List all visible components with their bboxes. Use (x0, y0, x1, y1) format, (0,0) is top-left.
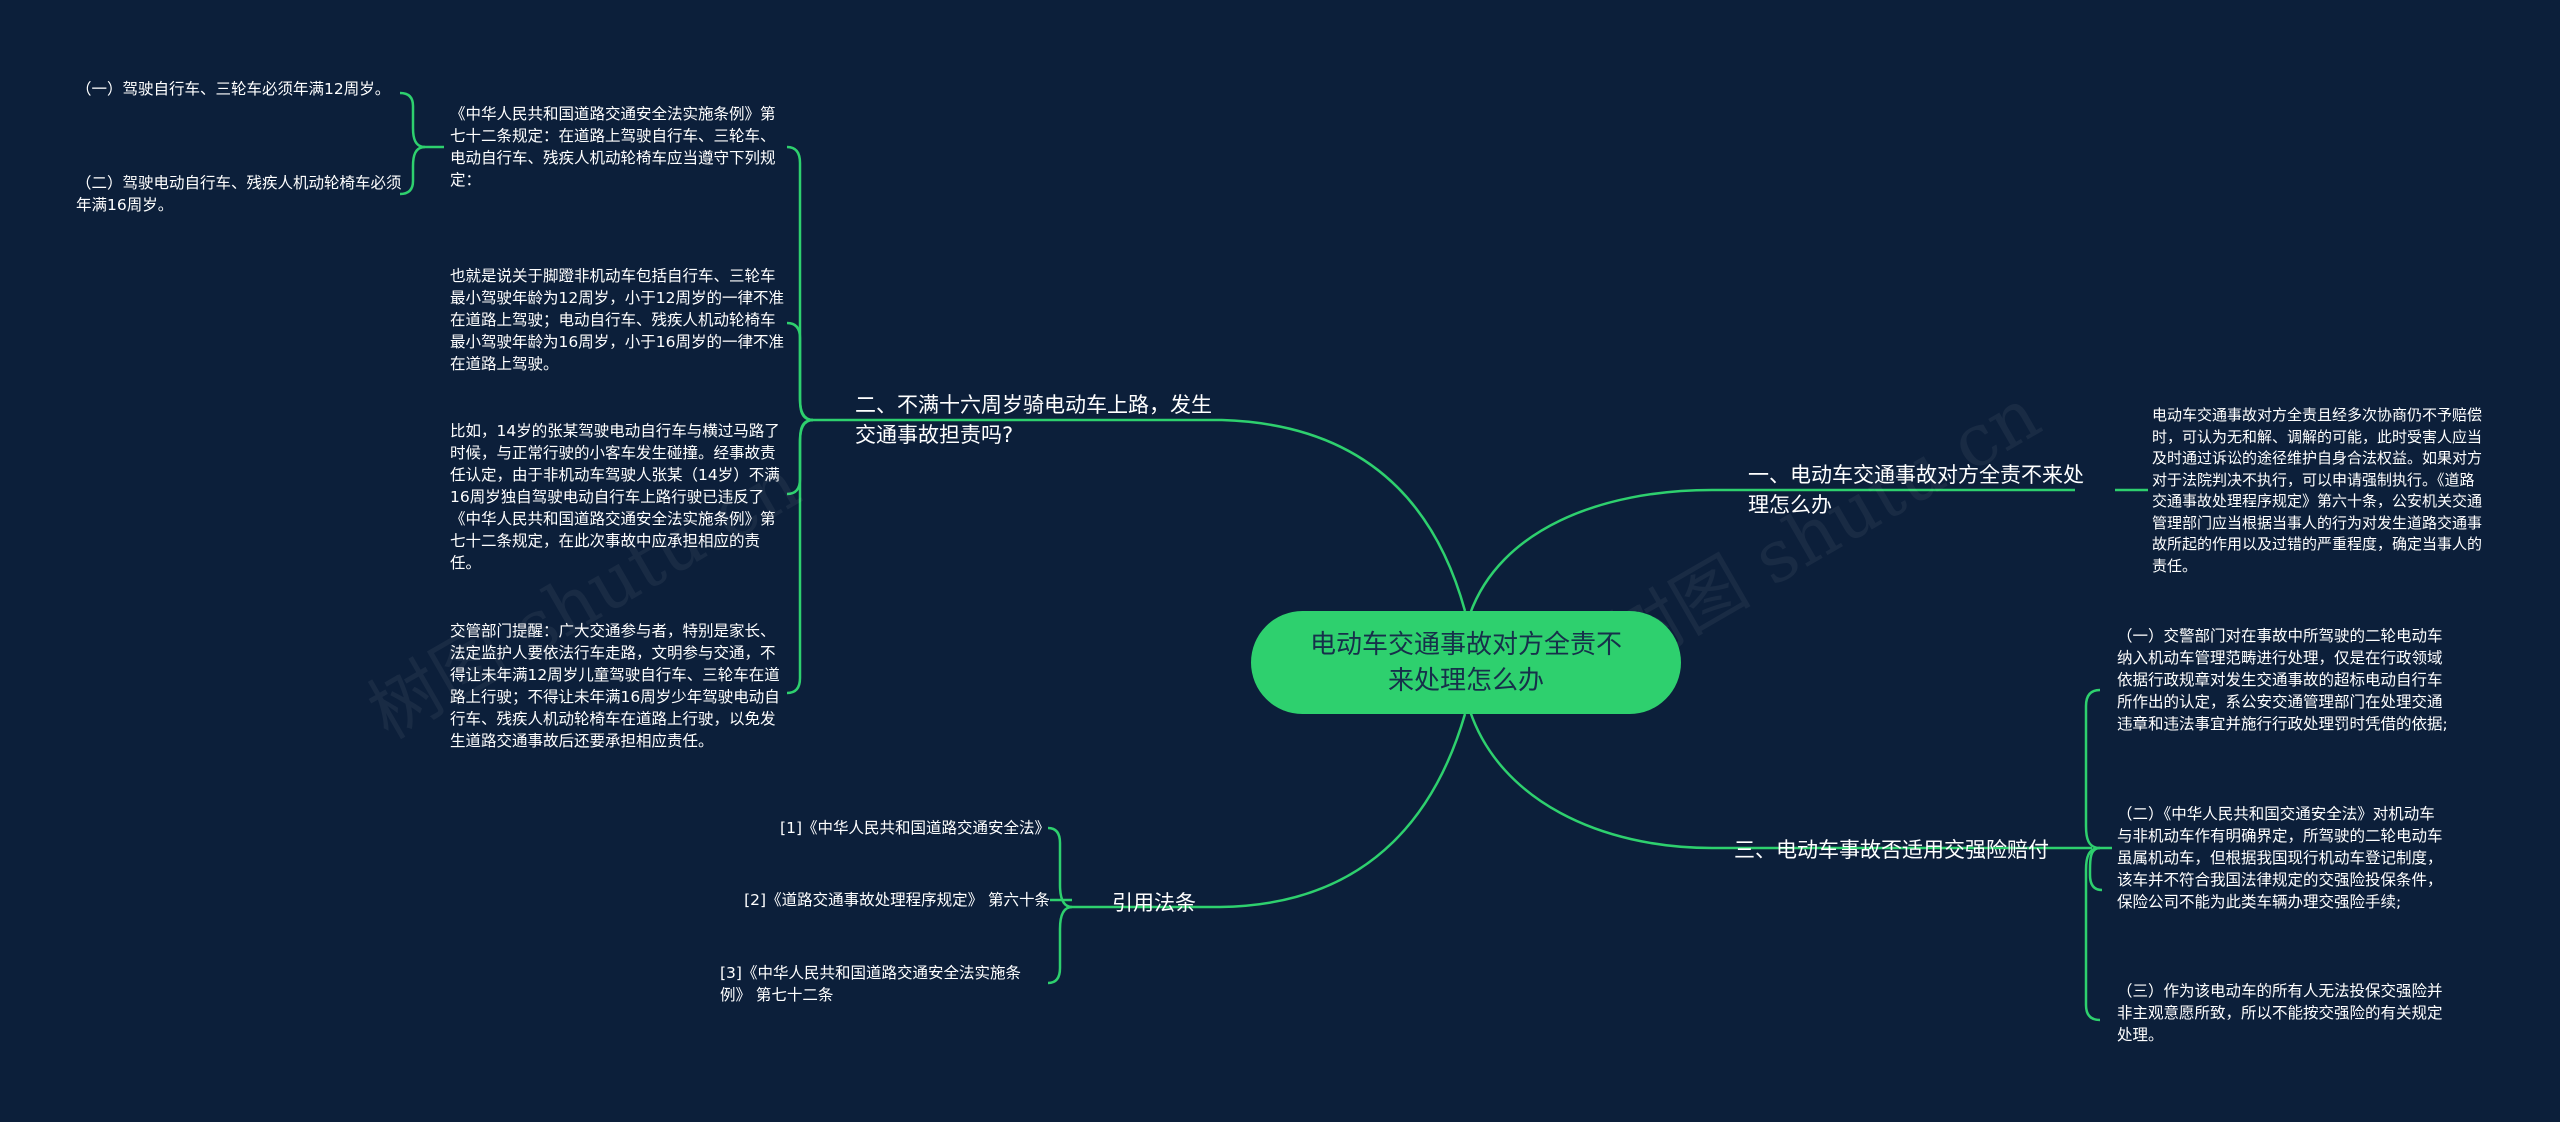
branch-2-sub-2[interactable]: （二）驾驶电动自行车、残疾人机动轮椅车必须年满16周岁。 (76, 174, 402, 214)
branch-2-item-2[interactable]: 也就是说关于脚蹬非机动车包括自行车、三轮车最小驾驶年龄为12周岁，小于12周岁的… (450, 267, 784, 373)
connector-b4-item1 (1047, 826, 1073, 909)
connector-center-b3 (1468, 710, 1713, 850)
connector-center-b2 (1221, 418, 1467, 612)
connector-b3-item1 (2084, 688, 2101, 850)
branch-4-title[interactable]: 引用法条 (1112, 891, 1196, 915)
branch-3-item-2[interactable]: （二）《中华人民共和国交通安全法》对机动车与非机动车作有明确界定，所驾驶的二轮电… (2117, 805, 2443, 911)
branch-2-item-3[interactable]: 比如，14岁的张某驾驶电动自行车与横过马路了时候，与正常行驶的小客车发生碰撞。经… (450, 422, 780, 572)
branch-3-item-1[interactable]: （一）交警部门对在事故中所驾驶的二轮电动车纳入机动车管理范畴进行处理，仅是在行政… (2117, 627, 2448, 733)
connector-b2-sub1 (399, 91, 426, 149)
connector-b3-item2 (2088, 846, 2103, 892)
branch-2-sub-1[interactable]: （一）驾驶自行车、三轮车必须年满12周岁。 (76, 80, 391, 98)
branch-1-item[interactable]: 电动车交通事故对方全责且经多次协商仍不予赔偿时，可认为无和解、调解的可能，此时受… (2152, 406, 2483, 575)
connector-b3-item3 (2084, 846, 2101, 1022)
branch-4-item-2[interactable]: [2]《道路交通事故处理程序规定》 第六十条 (744, 891, 1050, 909)
connector-b4-item3 (1047, 905, 1073, 985)
connector-center-b4 (1219, 713, 1467, 909)
branch-2-item-4[interactable]: 交管部门提醒：广大交通参与者，特别是家长、法定监护人要依法行车走路，文明参与交通… (450, 622, 780, 750)
branch-2-title[interactable]: 二、不满十六周岁骑电动车上路，发生交通事故担责吗? (855, 393, 1212, 447)
branch-3-item-3[interactable]: （三）作为该电动车的所有人无法投保交强险并非主观意愿所致，所以不能按交强险的有关… (2117, 982, 2443, 1044)
center-node[interactable]: 电动车交通事故对方全责不来处理怎么办 (1251, 611, 1681, 714)
center-title: 电动车交通事故对方全责不来处理怎么办 (1309, 629, 1622, 696)
connector-b2-item2 (786, 321, 814, 422)
branch-4-item-1[interactable]: [1]《中华人民共和国道路交通安全法》 (780, 819, 1050, 837)
connector-b2-item4 (786, 418, 814, 695)
branch-4-item-3[interactable]: [3]《中华人民共和国道路交通安全法实施条例》 第七十二条 (720, 964, 1021, 1004)
branch-2-item-1[interactable]: 《中华人民共和国道路交通安全法实施条例》第七十二条规定：在道路上驾驶自行车、三轮… (450, 105, 776, 189)
connector-center-b1 (1468, 488, 1713, 615)
connector-b2-sub2 (399, 145, 426, 196)
branch-1-title[interactable]: 一、电动车交通事故对方全责不来处理怎么办 (1748, 463, 2084, 517)
branch-3-title[interactable]: 三、电动车事故否适用交强险赔付 (1734, 838, 2049, 862)
